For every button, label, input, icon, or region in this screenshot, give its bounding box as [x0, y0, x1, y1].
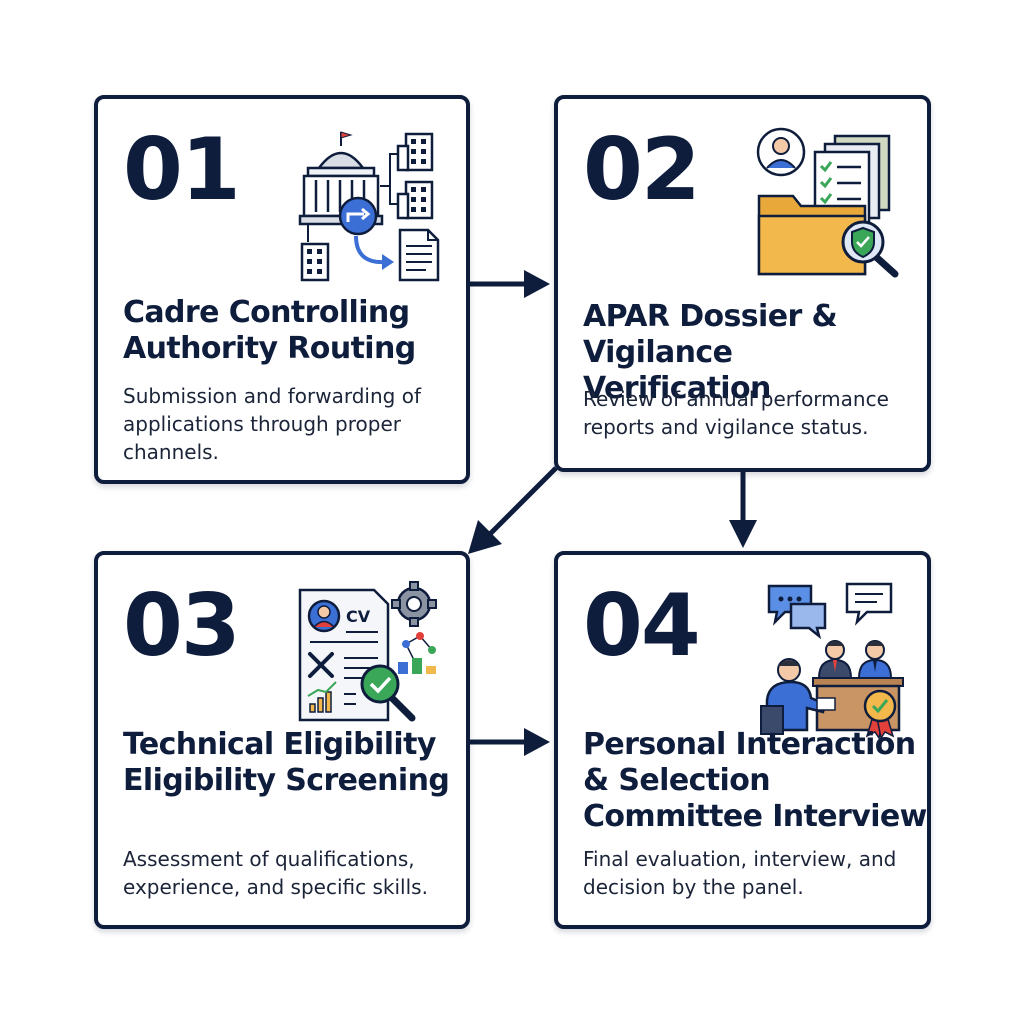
- step-number: 03: [123, 576, 241, 676]
- step-card-04: 04 Personal: [554, 551, 931, 929]
- step-title: Cadre Controlling Authority Routing: [123, 295, 416, 366]
- step-title: Technical Eligibility Eligibility Screen…: [123, 727, 450, 798]
- interview-panel-icon: [760, 582, 904, 740]
- step-card-01: 01 Cadr: [94, 95, 470, 484]
- step-description: Final evaluation, interview, and decisio…: [583, 847, 897, 899]
- step-description: Submission and forwarding of application…: [123, 384, 421, 464]
- step-description: Assessment of qualifications, experience…: [123, 847, 428, 899]
- dossier-verification-icon: [756, 127, 899, 278]
- cv-screening-icon: CV: [298, 581, 437, 722]
- cv-label: CV: [346, 607, 371, 626]
- step-card-02: 02 APAR Dossier & Vigilance Verification…: [554, 95, 931, 472]
- step-number: 01: [123, 120, 241, 220]
- arrow-02-to-03: [468, 466, 558, 554]
- step-number: 04: [583, 576, 701, 676]
- step-title: Personal Interaction & Selection Committ…: [583, 727, 927, 834]
- step-card-03: 03 CV: [94, 551, 470, 929]
- government-routing-icon: [298, 131, 440, 282]
- step-title: APAR Dossier & Vigilance Verification: [583, 299, 838, 406]
- arrow-02-to-04: [729, 472, 757, 548]
- arrow-03-to-04: [470, 728, 550, 756]
- arrow-01-to-02: [470, 270, 550, 298]
- step-description: Review of annual performance reports and…: [583, 387, 889, 439]
- step-number: 02: [583, 120, 701, 220]
